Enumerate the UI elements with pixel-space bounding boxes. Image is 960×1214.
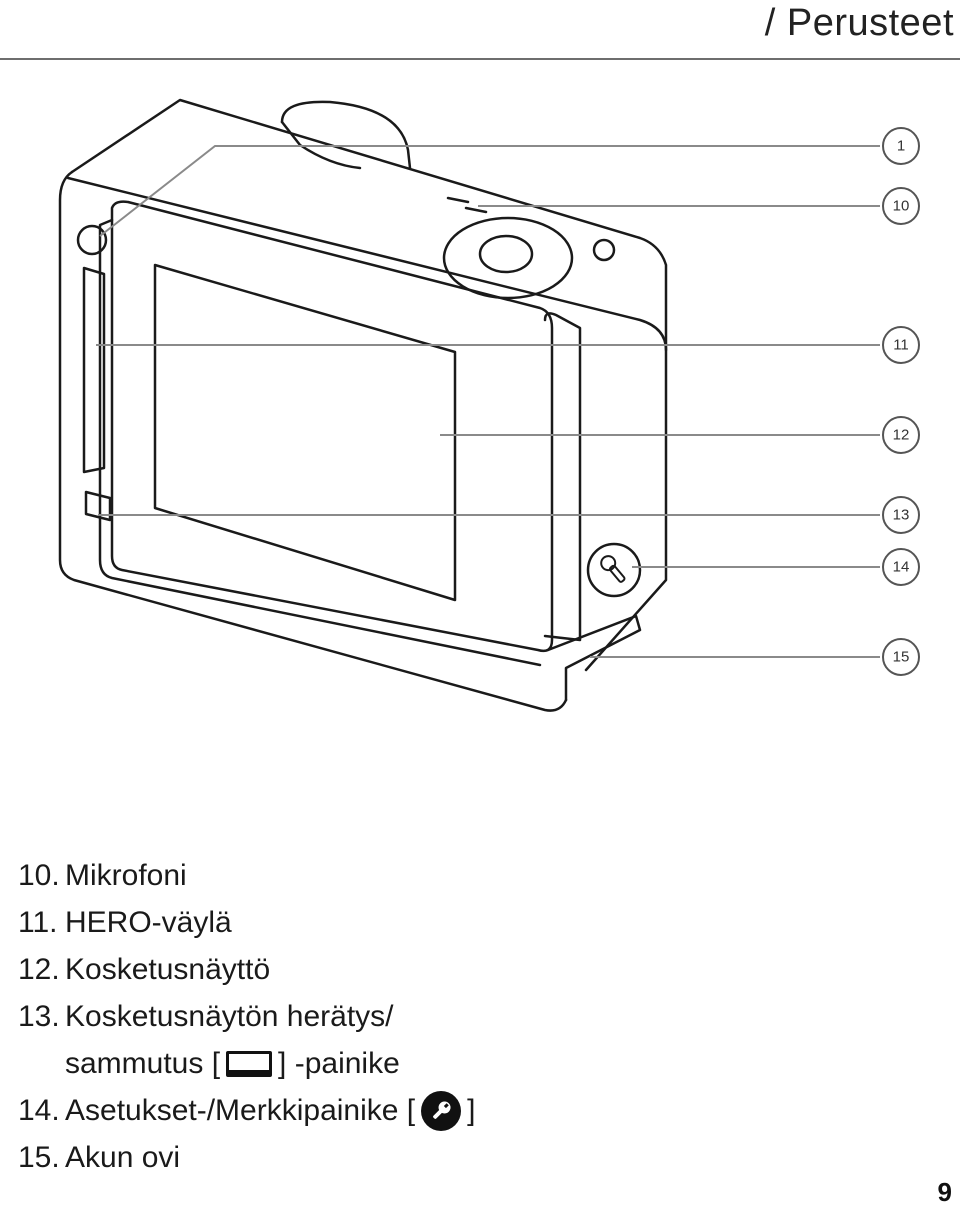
legend-item: 14. Asetukset-/Merkkipainike [ ] <box>18 1087 918 1134</box>
callout-label-12: 12 <box>893 427 910 444</box>
settings-button-wrench-icon <box>600 555 626 583</box>
screen-wake-button-shape <box>84 490 112 522</box>
callout-label-15: 15 <box>893 649 910 666</box>
legend-text: Akun ovi <box>65 1141 181 1174</box>
legend-text: ] <box>467 1094 476 1127</box>
back-panel-bevel <box>98 218 542 667</box>
legend-number: 15. <box>18 1141 60 1174</box>
page-section-title: / Perusteet <box>764 2 954 44</box>
callout-label-1: 1 <box>897 138 905 155</box>
legend-item: 12. Kosketusnäyttö <box>18 946 918 993</box>
legend-text: Asetukset-/Merkkipainike [ <box>65 1094 416 1127</box>
legend-number: 13. <box>18 1000 60 1033</box>
hero-port-slot <box>82 266 106 474</box>
parts-legend: 10. Mikrofoni 11. HERO-väylä 12. Kosketu… <box>18 852 918 1181</box>
legend-number: 12. <box>18 953 60 986</box>
legend-text: ] -painike <box>278 1047 400 1080</box>
leader-line-1 <box>99 145 880 237</box>
callout-circle-1 <box>882 127 920 165</box>
legend-item: 10. Mikrofoni <box>18 852 918 899</box>
camera-top-face <box>70 98 668 672</box>
callout-circle-12 <box>882 416 920 454</box>
legend-text: Kosketusnäytön herätys/ <box>65 1000 394 1033</box>
camera-illustration: 1 10 11 12 13 14 15 <box>58 98 920 712</box>
legend-number: 14. <box>18 1094 60 1127</box>
legend-text: Mikrofoni <box>65 859 187 892</box>
callout-circle-11 <box>882 326 920 364</box>
callout-circle-15 <box>882 638 920 676</box>
legend-item-continuation: sammutus [ ] -painike <box>18 1040 918 1087</box>
settings-button-shape <box>586 542 642 598</box>
callout-label-13: 13 <box>893 507 910 524</box>
callout-circle-14 <box>882 548 920 586</box>
legend-item: 11. HERO-väylä <box>18 899 918 946</box>
lens-body <box>280 100 412 170</box>
top-light <box>592 238 616 262</box>
legend-text-group: Asetukset-/Merkkipainike [ ] <box>65 1087 475 1134</box>
camera-back-diagram: 1 10 11 12 13 14 15 <box>0 60 960 800</box>
shutter-button-inner <box>478 234 534 274</box>
wrench-icon <box>421 1090 462 1131</box>
callout-label-11: 11 <box>893 337 909 354</box>
page-number: 9 <box>937 1177 952 1207</box>
front-indicator <box>76 224 108 256</box>
touchscreen <box>153 263 457 602</box>
legend-text: Kosketusnäyttö <box>65 953 271 986</box>
mic-hole-1 <box>446 196 470 204</box>
callout-circle-13 <box>882 496 920 534</box>
camera-outer-body <box>58 170 568 712</box>
legend-item: 15. Akun ovi <box>18 1134 918 1181</box>
legend-number: 10. <box>18 859 60 892</box>
screen-icon <box>226 1050 273 1077</box>
callout-circle-10 <box>882 187 920 225</box>
header-rule <box>0 58 960 60</box>
legend-text: sammutus [ <box>65 1047 221 1080</box>
callout-label-14: 14 <box>893 559 910 576</box>
legend-item: 13. Kosketusnäytön herätys/ <box>18 993 918 1040</box>
mic-hole-2 <box>464 206 488 214</box>
shutter-button-outer <box>442 216 574 300</box>
legend-text: HERO-väylä <box>65 906 232 939</box>
legend-number: 11. <box>18 906 58 939</box>
back-panel <box>110 200 554 653</box>
callout-label-10: 10 <box>893 198 910 215</box>
side-bracket <box>543 312 582 642</box>
battery-door <box>546 614 642 702</box>
